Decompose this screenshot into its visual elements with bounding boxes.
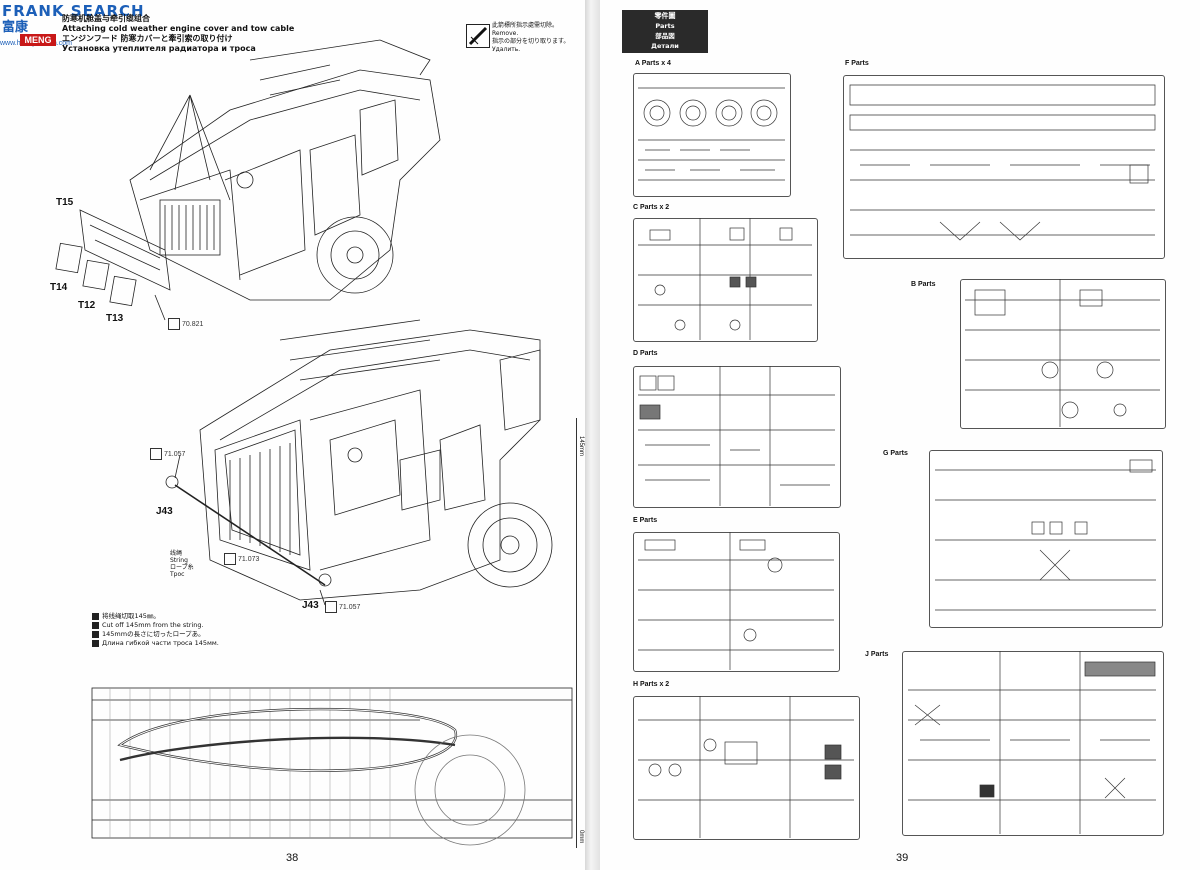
sprue-label-a: A Parts x 4 bbox=[635, 60, 671, 67]
info-icon bbox=[92, 612, 99, 620]
part-label-t14: T14 bbox=[50, 282, 68, 293]
glue-ref-4-value: 71.057 bbox=[339, 603, 361, 611]
length-scale-top: 145mm bbox=[578, 436, 584, 457]
glue-icon bbox=[224, 553, 236, 565]
sprue-label-h: H Parts x 2 bbox=[633, 681, 670, 688]
part-label-t15: T15 bbox=[56, 197, 74, 208]
step-title-ru: Установка утеплителя радиатора и троса bbox=[62, 44, 256, 53]
sprue-label-f: F Parts bbox=[845, 60, 869, 67]
parts-sprue-illustration bbox=[638, 84, 1160, 838]
page-number-left: 38 bbox=[286, 852, 299, 864]
instruction-page-left: FRANK SEARCH 富康 www.hobbysearch.com MENG… bbox=[0, 0, 585, 870]
step-title-en: Attaching cold weather engine cover and … bbox=[62, 24, 295, 33]
meng-logo: MENG bbox=[20, 34, 56, 46]
cut-note-cn-line: 将线绳切取145㎜。 bbox=[92, 612, 219, 621]
cut-note-ru-line: Длина гибкой части троса 145мм. bbox=[92, 639, 219, 648]
glue-ref-3: 71.073 bbox=[224, 553, 259, 565]
sprue-j bbox=[902, 651, 1164, 836]
glue-ref-2-value: 71.057 bbox=[164, 450, 186, 458]
book-gutter bbox=[585, 0, 600, 870]
remove-note-ru: Удалить. bbox=[492, 46, 521, 53]
sprue-a bbox=[633, 73, 791, 197]
length-scale-bottom: 0mm bbox=[578, 830, 584, 844]
sprue-label-b: B Parts bbox=[911, 281, 936, 288]
sprue-label-c: C Parts x 2 bbox=[633, 204, 670, 211]
parts-header-cn: 零件圖 bbox=[654, 12, 676, 20]
sprue-label-j: J Parts bbox=[865, 651, 889, 658]
sprue-g bbox=[929, 450, 1163, 628]
cut-note-cn: 将线绳切取145㎜。 bbox=[102, 612, 160, 620]
page-number-right: 39 bbox=[896, 852, 909, 864]
string-label-jp: ロープ糸 bbox=[170, 564, 194, 571]
parts-header-en: Parts bbox=[655, 22, 675, 30]
remove-note: 此箭標所指示處需切除。 Remove. 指示の部分を切り取ります。 Удалит… bbox=[492, 22, 569, 54]
cut-note-en-line: Cut off 145mm from the string. bbox=[92, 621, 219, 630]
info-icon bbox=[92, 630, 99, 638]
cut-note-jp-line: 145mmの長さに切ったロープあ。 bbox=[92, 630, 219, 639]
glue-icon bbox=[325, 601, 337, 613]
sprue-c bbox=[633, 218, 818, 342]
step-title-cn: 防寒机舱盖与牵引缆组合 bbox=[62, 14, 150, 23]
sprue-label-g: G Parts bbox=[883, 450, 908, 457]
cut-note-jp: 145mmの長さに切ったロープあ。 bbox=[102, 630, 205, 638]
part-label-j43-bottom: J43 bbox=[302, 600, 319, 611]
cut-icon bbox=[466, 24, 490, 48]
parts-header-ru: Детали bbox=[651, 42, 679, 50]
glue-icon bbox=[168, 318, 180, 330]
sprue-b bbox=[960, 279, 1166, 429]
step-title-jp: エンジンフード 防寒カバーと牽引索の取り付け bbox=[62, 34, 233, 43]
truck-assembly-illustration bbox=[55, 39, 573, 846]
watermark-cn: 富康 bbox=[2, 20, 29, 35]
parts-header: 零件圖 Parts 部品図 Детали bbox=[622, 10, 708, 53]
part-label-t12: T12 bbox=[78, 300, 96, 311]
length-scale bbox=[576, 418, 582, 848]
sprue-label-d: D Parts bbox=[633, 350, 658, 357]
remove-note-en: Remove. bbox=[492, 30, 519, 37]
sprue-label-e: E Parts bbox=[633, 517, 658, 524]
string-label-ru: Трос bbox=[170, 571, 185, 578]
sprue-f bbox=[843, 75, 1165, 259]
parts-header-jp: 部品図 bbox=[655, 32, 675, 40]
sprue-e bbox=[633, 532, 840, 672]
cut-note-ru: Длина гибкой части троса 145мм. bbox=[102, 639, 219, 647]
step-title: 防寒机舱盖与牵引缆组合 Attaching cold weather engin… bbox=[62, 14, 294, 54]
cut-note-en: Cut off 145mm from the string. bbox=[102, 621, 204, 629]
part-label-j43-top: J43 bbox=[156, 506, 173, 517]
info-icon bbox=[92, 639, 99, 647]
watermark-brand: FRANK SEARCH bbox=[2, 2, 145, 20]
string-label: 线绳 String ロープ糸 Трос bbox=[170, 550, 194, 578]
remove-note-cn: 此箭標所指示處需切除。 bbox=[492, 22, 559, 29]
part-label-t13: T13 bbox=[106, 313, 124, 324]
instruction-page-right: 零件圖 Parts 部品図 Детали A Parts x 4 C Parts… bbox=[600, 0, 1200, 870]
info-icon bbox=[92, 621, 99, 629]
string-label-en: String bbox=[170, 557, 188, 564]
string-label-cn: 线绳 bbox=[170, 550, 183, 557]
remove-note-jp: 指示の部分を切り取ります。 bbox=[492, 38, 570, 45]
glue-ref-2: 71.057 bbox=[150, 448, 185, 460]
glue-icon bbox=[150, 448, 162, 460]
glue-ref-3-value: 71.073 bbox=[238, 555, 260, 563]
glue-ref-4: 71.057 bbox=[325, 601, 360, 613]
cut-note: 将线绳切取145㎜。 Cut off 145mm from the string… bbox=[92, 612, 219, 648]
glue-ref-1-value: 70.821 bbox=[182, 320, 204, 328]
glue-ref-1: 70.821 bbox=[168, 318, 203, 330]
